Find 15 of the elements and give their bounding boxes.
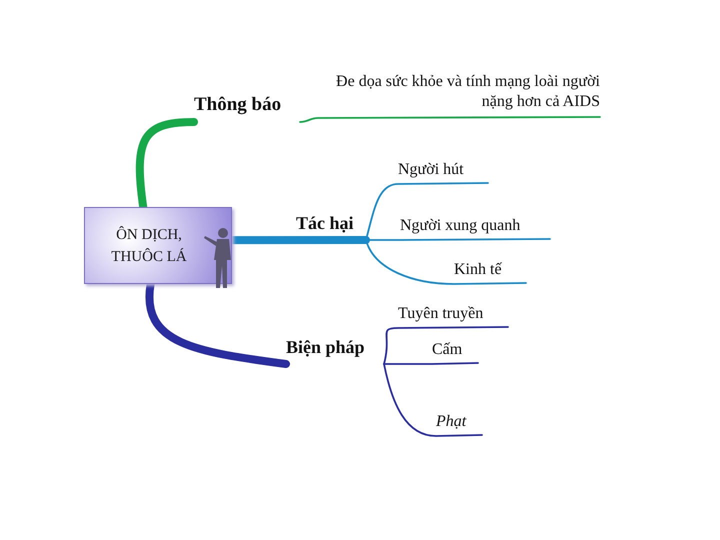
branch-label: Người hút bbox=[398, 160, 488, 184]
branch-label: Người xung quanh bbox=[400, 216, 550, 240]
branch-label: Tuyên truyền bbox=[398, 304, 508, 328]
sub-branch bbox=[383, 363, 483, 437]
sub-branch bbox=[383, 362, 479, 365]
sub-branch bbox=[299, 116, 601, 123]
branch-label: Kinh tế bbox=[454, 260, 526, 284]
sub-branch bbox=[383, 326, 509, 365]
branch-label: Biện pháp bbox=[286, 336, 384, 364]
topic-text: ÔN DỊCH, THUÔC LÁ bbox=[110, 225, 188, 267]
branch-label: Đe dọa sức khỏe và tính mạng loài người nặng hơn cả AIDS bbox=[318, 72, 600, 118]
branch-label: Phạt bbox=[436, 412, 482, 436]
branch-label: Thông báo bbox=[194, 94, 300, 122]
branch-label: Tác hại bbox=[296, 212, 366, 240]
branch-label: Cấm bbox=[432, 340, 478, 364]
